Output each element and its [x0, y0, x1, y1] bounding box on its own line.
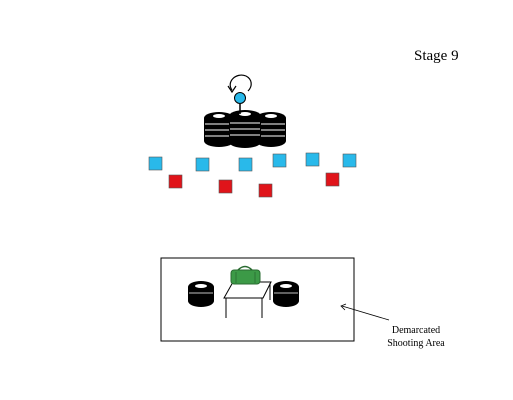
red-target [218, 179, 233, 194]
red-target [325, 172, 340, 187]
red-targets [168, 172, 340, 198]
tire-stack [204, 74, 286, 148]
red-target [168, 174, 183, 189]
blue-target [342, 153, 357, 168]
blue-targets [148, 152, 357, 172]
rotation-arrow-icon [227, 74, 252, 94]
label-pointer-arrow [340, 303, 390, 321]
blue-target [305, 152, 320, 167]
mover-target [234, 92, 246, 104]
blue-target [238, 157, 253, 172]
tire-stack-left [204, 112, 234, 147]
bag-icon [230, 265, 261, 285]
stage-title: Stage 9 [414, 48, 459, 64]
tire-stack-center [229, 110, 261, 148]
red-target [258, 183, 273, 198]
blue-target [148, 156, 163, 171]
tire-stack-right [256, 112, 286, 147]
shooting-area-label: Demarcated Shooting Area [374, 324, 458, 350]
tire-right [273, 281, 299, 307]
blue-target [272, 153, 287, 168]
shooting-area-label-line2: Shooting Area [387, 338, 445, 349]
table [223, 281, 272, 318]
shooting-area-boundary [160, 257, 355, 342]
shooting-area-label-line1: Demarcated [391, 325, 441, 336]
blue-target [195, 157, 210, 172]
tire-left [188, 281, 214, 307]
